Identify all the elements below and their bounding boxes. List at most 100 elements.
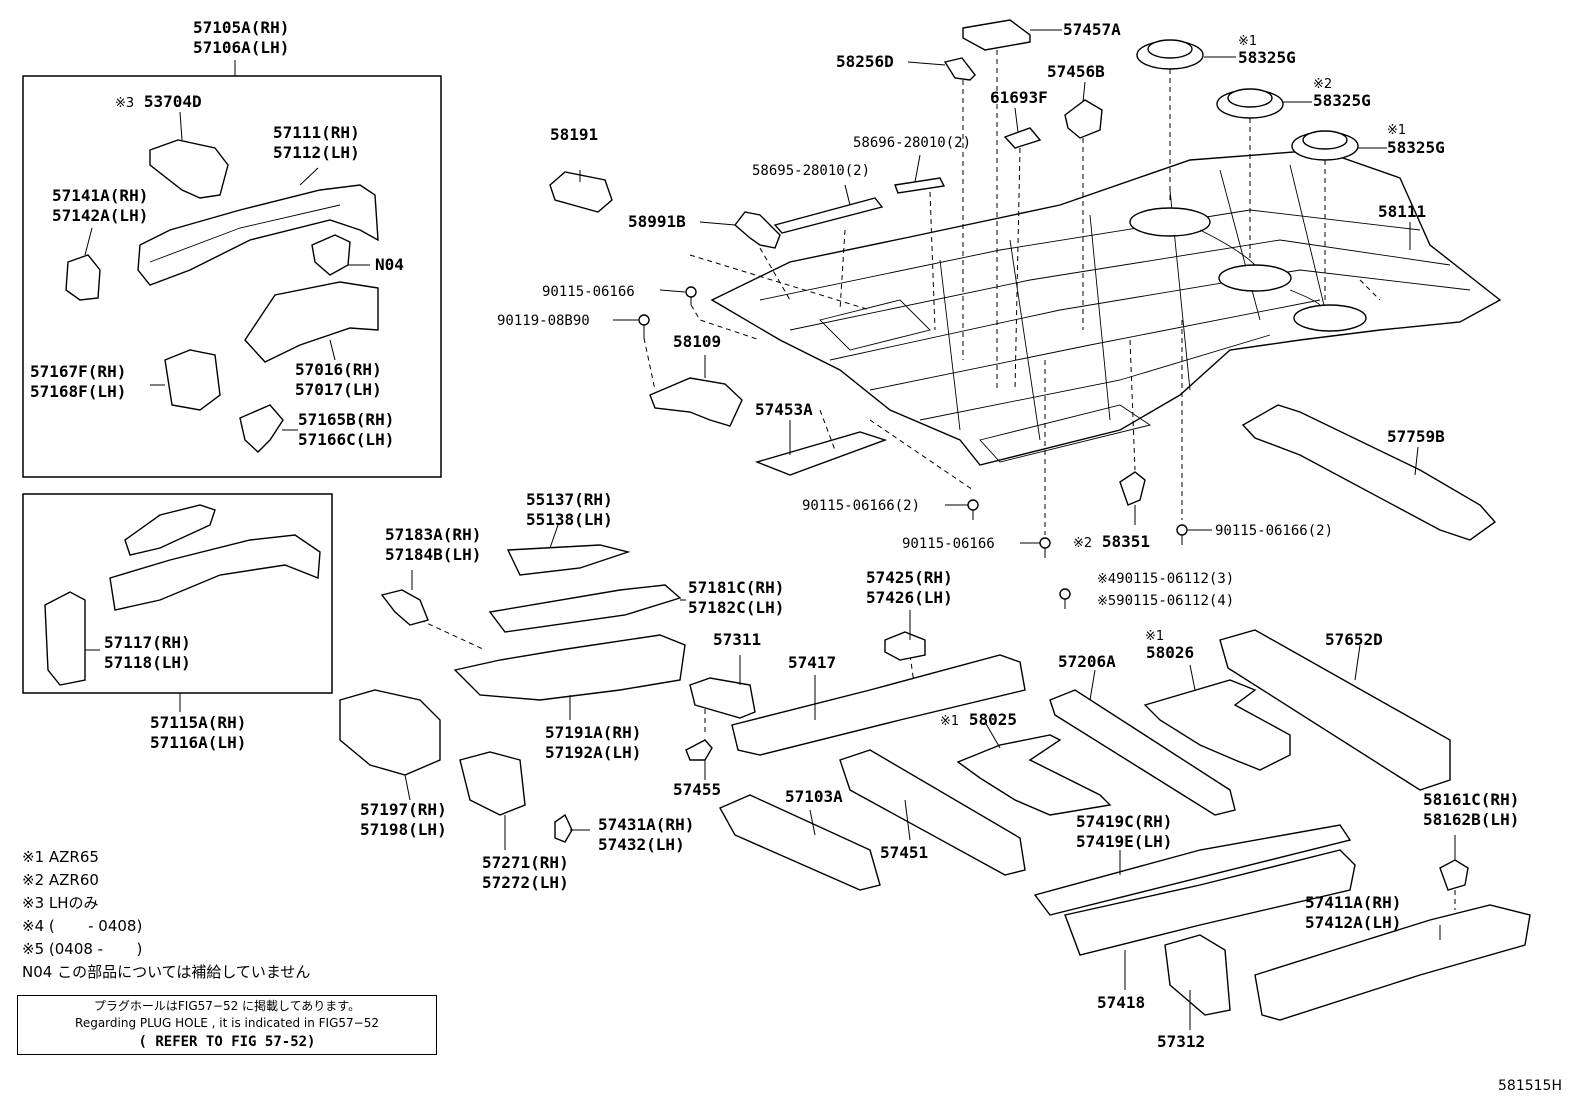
callout-57411a: 57411A(RH) 57412A(LH): [1305, 893, 1402, 932]
callout-57456b: 57456B: [1047, 62, 1105, 81]
callout-55137: 55137(RH) 55138(LH): [526, 490, 613, 529]
callout-58325g-3-mark: ※1: [1387, 119, 1406, 141]
callout-90115-06112-4-text: 90115-06112(4): [1116, 593, 1235, 609]
callout-57206a: 57206A: [1058, 652, 1116, 671]
crossmember-57759b: [1243, 405, 1495, 540]
bracket-58256d: [945, 58, 975, 80]
callout-57191a: 57191A(RH) 57192A(LH): [545, 723, 642, 762]
callout-53704d: ※3 53704D: [115, 92, 202, 114]
callout-58325g-2-mark: ※2: [1313, 73, 1332, 95]
callout-90115-06112-3: ※490115-06112(3): [1097, 569, 1234, 590]
callout-57455: 57455: [673, 780, 722, 799]
callout-58695: 58695-28010(2): [752, 163, 871, 179]
bracket-57167f: [165, 350, 220, 410]
callout-57103a: 57103A: [785, 787, 843, 806]
plug-hole-reference-box: プラグホールはFIG57−52 に掲載してあります。 Regarding PLU…: [17, 995, 437, 1055]
member-57451: [840, 750, 1025, 875]
note-mark: ※3: [115, 96, 135, 111]
bracket-57431a: [555, 815, 572, 842]
bracket-58161c: [1440, 860, 1468, 890]
bolt-90115-06166-b: [968, 500, 978, 520]
rocker-57418: [1065, 850, 1355, 955]
note-mark: ※4: [1097, 572, 1117, 587]
group-box-front-sidemember: [23, 76, 441, 477]
seal-58696: [895, 178, 944, 193]
callout-57425: 57425(RH) 57426(LH): [866, 568, 953, 607]
callout-n04: N04: [375, 255, 404, 274]
callout-57451: 57451: [880, 843, 929, 862]
note-mark: ※2: [1313, 77, 1333, 92]
callout-58109: 58109: [673, 332, 722, 351]
plug-58325g-3: [1292, 131, 1358, 160]
bracket-58109: [650, 378, 742, 426]
bracket-57457a: [963, 20, 1030, 50]
part-58191: [550, 172, 612, 212]
plate-57141a: [66, 255, 100, 300]
callout-90115-06112-3-text: 90115-06112(3): [1116, 571, 1235, 587]
callout-58325g-3: 58325G: [1387, 138, 1445, 157]
callout-57453a: 57453A: [755, 400, 813, 419]
plug-58325g-1: [1137, 40, 1203, 69]
extension-57312: [1165, 935, 1230, 1015]
callout-90115-06166-2a: 90115-06166(2): [802, 498, 921, 514]
member-57191a: [455, 635, 685, 700]
bolt-90119-08b90: [639, 315, 649, 338]
callout-58025-text: 58025: [968, 710, 1017, 729]
clip-58351: [1120, 472, 1145, 505]
callout-58325g-2: 58325G: [1313, 91, 1371, 110]
seal-58695: [775, 198, 882, 233]
bracket-57165b: [240, 405, 283, 452]
bracket-57271: [460, 752, 525, 815]
callout-90115-06112-4: ※590115-06112(4): [1097, 591, 1234, 612]
bolt-90115-06166-d: [1177, 525, 1187, 545]
callout-57417: 57417: [788, 653, 837, 672]
callout-57183a: 57183A(RH) 57184B(LH): [385, 525, 482, 564]
bracket-53704d: [150, 140, 228, 198]
callout-57141a: 57141A(RH) 57142A(LH): [52, 186, 149, 225]
sidemember-57016: [245, 282, 378, 362]
callout-90119-08b90: 90119-08B90: [497, 313, 590, 329]
plate-57115a: [45, 592, 85, 685]
note-mark: ※1: [1238, 34, 1258, 49]
plug-box-refer: ( REFER TO FIG 57-52): [138, 1034, 316, 1050]
floor-pan-58111: [712, 150, 1500, 465]
callout-57111: 57111(RH) 57112(LH): [273, 123, 360, 162]
note-mark: ※1: [1145, 629, 1165, 644]
plug-box-japanese: プラグホールはFIG57−52 に掲載してあります。: [93, 999, 361, 1013]
member-57206a: [1050, 690, 1235, 815]
callout-53704d-text: 53704D: [143, 92, 202, 111]
bracket-57455: [686, 740, 712, 760]
figure-id: 581515H: [1498, 1078, 1562, 1094]
bracket-57456b: [1065, 100, 1102, 138]
callout-58696: 58696-28010(2): [853, 135, 972, 151]
callout-57431a: 57431A(RH) 57432(LH): [598, 815, 695, 854]
plug-box-english: Regarding PLUG HOLE , it is indicated in…: [75, 1016, 379, 1030]
callout-57181c: 57181C(RH) 57182C(LH): [688, 578, 785, 617]
bracket-57183a: [382, 590, 428, 625]
callout-58026-mark: ※1: [1145, 625, 1164, 647]
bracket-61693f: [1005, 128, 1040, 148]
callout-58191: 58191: [550, 125, 599, 144]
member-57181c: [490, 585, 680, 632]
crossmember-58025: [958, 735, 1110, 815]
note-mark: ※1: [1387, 123, 1407, 138]
callout-58325g-1: 58325G: [1238, 48, 1296, 67]
bracket-57311: [690, 678, 755, 718]
legend-note-1: ※1 AZR65: [22, 848, 99, 866]
bolt-90115-06166-c: [1040, 538, 1050, 558]
sidemember-57197: [340, 690, 440, 775]
rocker-57417: [732, 655, 1025, 755]
callout-58111: 58111: [1378, 202, 1427, 221]
callout-58256d: 58256D: [836, 52, 894, 71]
callout-57271: 57271(RH) 57272(LH): [482, 853, 569, 892]
callout-90115-06166-c: 90115-06166: [902, 536, 995, 552]
legend-note-3: ※3 LHのみ: [22, 894, 99, 912]
bolt-90115-06112: [1060, 589, 1070, 609]
sidemember-57111: [138, 185, 378, 285]
callout-57197: 57197(RH) 57198(LH): [360, 800, 447, 839]
callout-57165b: 57165B(RH) 57166C(LH): [298, 410, 395, 449]
callout-58026: 58026: [1146, 643, 1195, 662]
legend-note-4: ※4 ( - 0408): [22, 917, 143, 935]
bracket-57425: [885, 632, 925, 660]
